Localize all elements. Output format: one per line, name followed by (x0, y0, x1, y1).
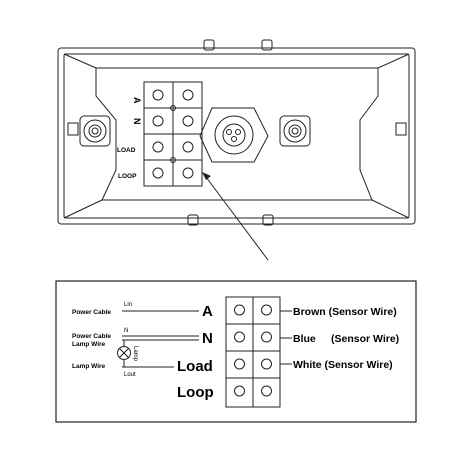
label-lamp: Lamp (132, 346, 138, 362)
enclosure-label-n: N (132, 118, 142, 125)
enclosure-outer (57, 47, 416, 225)
terminal-label-loop: Loop (177, 384, 214, 401)
label-lin: Lin (124, 302, 132, 308)
sensor-wire-white: White (Sensor Wire) (293, 359, 393, 371)
enclosure-label-loop: LOOP (118, 173, 137, 180)
enclosure-label-load: LOAD (117, 147, 136, 154)
label-lamp-wire-2: Lamp Wire (72, 363, 106, 370)
label-lamp-wire-1: Lamp Wire (72, 341, 106, 348)
label-power-cable-1: Power Cable (72, 309, 111, 316)
mount-hole-left (83, 119, 107, 143)
sensor-wire-blue-suffix: (Sensor Wire) (331, 333, 399, 345)
sensor-wire-blue: Blue (293, 333, 316, 345)
enclosure-drawing (57, 39, 416, 226)
label-lout: Lout (124, 372, 136, 378)
sensor-wire-brown: Brown (Sensor Wire) (293, 306, 397, 318)
lamp-icon (117, 346, 131, 360)
terminal-label-load: Load (177, 358, 213, 375)
mount-hole-right (283, 119, 307, 143)
wiring-terminal-block (225, 296, 281, 408)
enclosure-terminal-block (143, 81, 203, 187)
enclosure-label-a: A (132, 97, 142, 104)
label-power-cable-2: Power Cable (72, 333, 111, 340)
wiring-frame (55, 280, 417, 423)
terminal-label-a: A (202, 303, 213, 320)
pointer-arrow (202, 172, 269, 261)
label-n-small: N (124, 328, 128, 334)
sensor-cap (199, 107, 269, 163)
terminal-label-n: N (202, 330, 213, 347)
wires (122, 310, 292, 368)
